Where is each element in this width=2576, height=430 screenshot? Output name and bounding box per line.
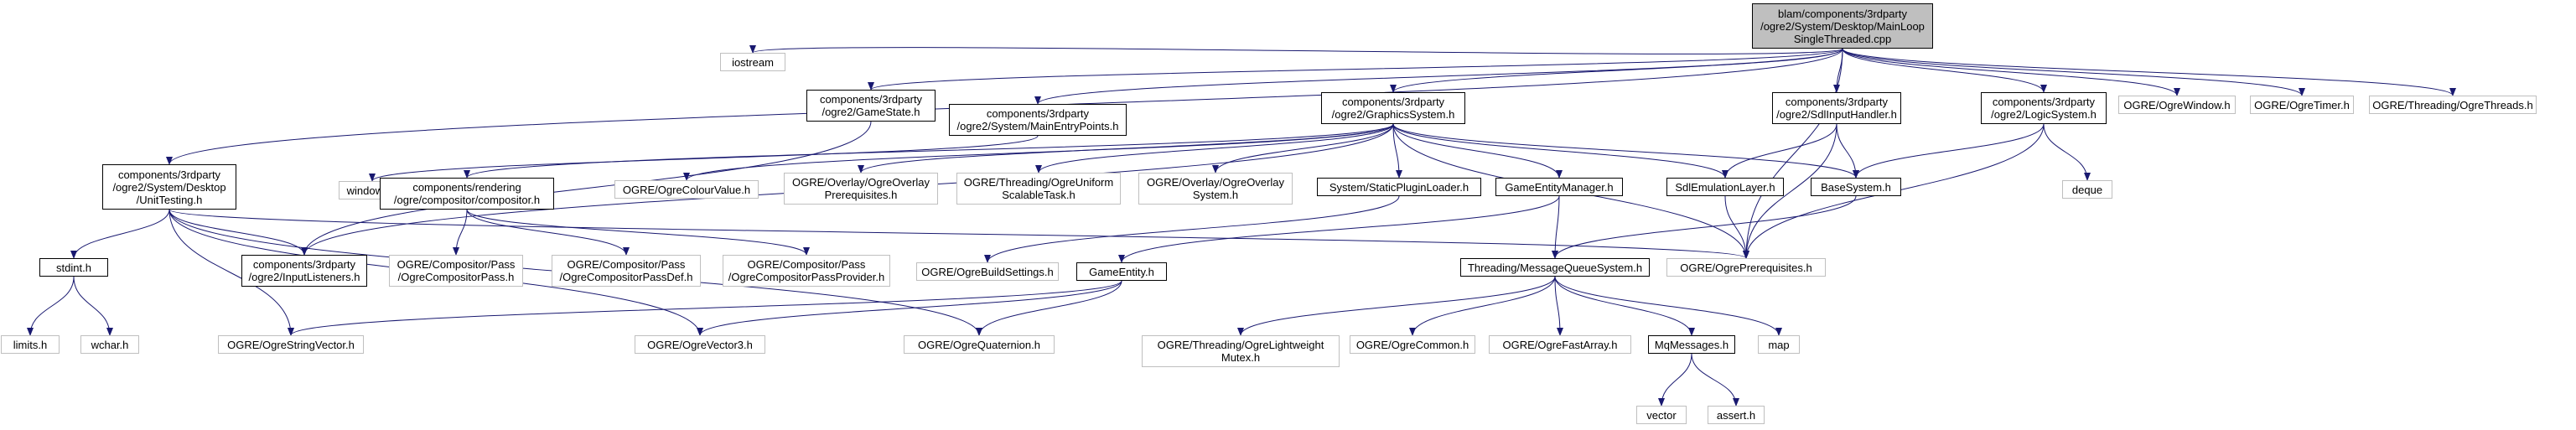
edge-stdint-to-limits — [27, 276, 75, 336]
node-gamestate[interactable]: components/3rdparty /ogre2/GameState.h — [806, 90, 936, 122]
edge-gamestate-to-inputlisteners — [301, 121, 872, 256]
edge-root-to-logic — [1842, 48, 2047, 93]
node-stdint[interactable]: stdint.h — [39, 258, 108, 277]
edge-unittesting-to-stringvector — [168, 209, 294, 336]
edge-logic-to-basesystem — [1853, 123, 2045, 179]
node-fastarray: OGRE/OgreFastArray.h — [1489, 335, 1631, 354]
edge-mqsystem-to-mqmessages — [1554, 276, 1695, 336]
node-overlaysystem: OGRE/Overlay/OgreOverlay System.h — [1138, 173, 1293, 205]
node-assert: assert.h — [1708, 406, 1765, 424]
edge-gem-to-mqsystem — [1552, 195, 1560, 259]
node-comppass: OGRE/Compositor/Pass /OgreCompositorPass… — [389, 255, 523, 287]
node-common: OGRE/OgreCommon.h — [1350, 335, 1475, 354]
node-sdlinput[interactable]: components/3rdparty /ogre2/SdlInputHandl… — [1772, 92, 1901, 124]
node-uniformtask: OGRE/Threading/OgreUniform ScalableTask.… — [956, 173, 1121, 205]
edge-root-to-graphics — [1390, 48, 1843, 93]
edge-compositor-to-comppassprov — [466, 209, 810, 256]
edge-graphics-to-uniformtask — [1035, 123, 1394, 174]
edge-mqsystem-to-common — [1409, 276, 1556, 336]
node-gem[interactable]: GameEntityManager.h — [1495, 178, 1623, 196]
edge-staticplugin-to-buildsettings — [984, 195, 1400, 263]
node-inputlisteners[interactable]: components/3rdparty /ogre2/InputListener… — [241, 255, 367, 287]
edge-stdint-to-wchar — [73, 276, 113, 336]
edge-root-to-ogrewindow — [1842, 48, 2180, 96]
node-buildsettings: OGRE/OgreBuildSettings.h — [916, 262, 1059, 281]
node-ogreprereq: OGRE/OgrePrerequisites.h — [1666, 258, 1826, 277]
edge-logic-to-deque — [2043, 123, 2091, 181]
node-comppassdef: OGRE/Compositor/Pass /OgreCompositorPass… — [552, 255, 701, 287]
edge-gem-to-gameentity — [1118, 195, 1560, 263]
edge-mqsystem-to-map — [1554, 276, 1782, 336]
node-graphics[interactable]: components/3rdparty /ogre2/GraphicsSyste… — [1321, 92, 1465, 124]
edge-graphics-to-gem — [1392, 123, 1563, 179]
node-colourvalue: OGRE/OgreColourValue.h — [614, 180, 759, 199]
node-deque: deque — [2062, 180, 2112, 199]
edge-mqsystem-to-fastarray — [1554, 276, 1563, 336]
edge-root-to-ogrethreads — [1842, 48, 2456, 96]
node-stringvector: OGRE/OgreStringVector.h — [218, 335, 364, 354]
node-unittesting[interactable]: components/3rdparty /ogre2/System/Deskto… — [102, 164, 236, 210]
edge-graphics-to-staticplugin — [1392, 123, 1402, 179]
node-comppassprov: OGRE/Compositor/Pass /OgreCompositorPass… — [723, 255, 890, 287]
edge-sdlinput-to-ogreprereq — [1743, 123, 1837, 259]
edge-sdlinput-to-sdlemu — [1722, 123, 1837, 179]
node-vector3: OGRE/OgreVector3.h — [635, 335, 765, 354]
node-quaternion: OGRE/OgreQuaternion.h — [904, 335, 1055, 354]
edge-gameentity-to-stringvector — [288, 280, 1122, 336]
node-ogretimer: OGRE/OgreTimer.h — [2250, 96, 2354, 114]
node-iostream: iostream — [720, 53, 785, 71]
edge-mqmessages-to-vector — [1658, 353, 1692, 407]
node-sdlemu[interactable]: SdlEmulationLayer.h — [1666, 178, 1784, 196]
edge-root-to-ogretimer — [1842, 48, 2305, 96]
node-staticplugin[interactable]: System/StaticPluginLoader.h — [1317, 178, 1481, 196]
edge-graphics-to-compositor — [464, 123, 1394, 179]
node-vector: vector — [1636, 406, 1687, 424]
edge-gameentity-to-quaternion — [976, 280, 1122, 336]
node-gameentity[interactable]: GameEntity.h — [1076, 262, 1167, 281]
edge-root-to-ogreprereq — [1743, 48, 1843, 259]
edge-compositor-to-comppassdef — [466, 209, 630, 256]
edge-mqsystem-to-lwmutex — [1237, 276, 1556, 336]
edge-mqmessages-to-assert — [1691, 353, 1739, 407]
edge-root-to-gamestate — [868, 48, 1843, 91]
edge-graphics-to-overlayprereq — [858, 123, 1394, 174]
node-overlayprereq: OGRE/Overlay/OgreOverlay Prerequisites.h — [784, 173, 938, 205]
node-ogrewindow: OGRE/OgreWindow.h — [2118, 96, 2236, 114]
node-basesystem[interactable]: BaseSystem.h — [1811, 178, 1901, 196]
edge-sdlemu-to-ogreprereq — [1724, 195, 1749, 259]
edge-graphics-to-basesystem — [1392, 123, 1859, 179]
node-root: blam/components/3rdparty /ogre2/System/D… — [1752, 3, 1933, 49]
edge-basesystem-to-mqsystem — [1552, 195, 1857, 259]
node-mqmessages[interactable]: MqMessages.h — [1648, 335, 1735, 354]
node-ogrethreads: OGRE/Threading/OgreThreads.h — [2369, 96, 2537, 114]
edge-gameentity-to-vector3 — [697, 280, 1122, 336]
node-lwmutex: OGRE/Threading/OgreLightweight Mutex.h — [1142, 335, 1340, 367]
edge-graphics-to-sdlemu — [1392, 123, 1729, 179]
node-limits: limits.h — [1, 335, 60, 354]
node-map: map — [1758, 335, 1800, 354]
node-mainentry[interactable]: components/3rdparty /ogre2/System/MainEn… — [949, 104, 1127, 136]
edge-unittesting-to-ogreprereq — [168, 209, 1749, 259]
edge-graphics-to-overlaysystem — [1212, 123, 1394, 174]
edge-unittesting-to-stdint — [70, 209, 170, 259]
node-mqsystem[interactable]: Threading/MessageQueueSystem.h — [1460, 258, 1650, 277]
node-compositor[interactable]: components/rendering /ogre/compositor/co… — [380, 178, 554, 210]
edge-mainentry-to-windows — [369, 135, 1039, 182]
node-logic[interactable]: components/3rdparty /ogre2/LogicSystem.h — [1981, 92, 2107, 124]
node-wchar: wchar.h — [80, 335, 139, 354]
edge-compositor-to-comppass — [453, 209, 468, 256]
edge-root-to-iostream — [749, 44, 1843, 54]
